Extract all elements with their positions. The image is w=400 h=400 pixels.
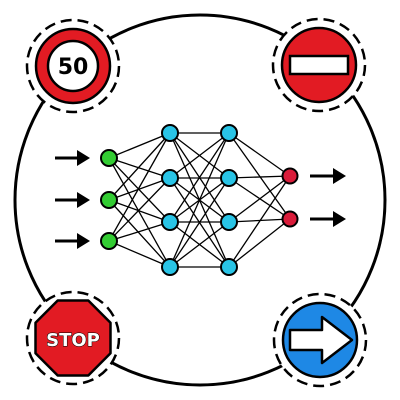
no-entry-sign-icon [271, 17, 367, 113]
input-arrow-icon [55, 192, 90, 208]
network-edge [169, 132, 230, 179]
network-edge [108, 132, 171, 201]
network-edge [108, 132, 171, 159]
input-arrow-icon [55, 150, 90, 166]
hidden-node [161, 169, 179, 187]
network-edge [169, 177, 230, 268]
output-node [281, 167, 299, 185]
hidden-node [161, 258, 179, 276]
network-edge [108, 132, 171, 242]
input-node [100, 149, 118, 167]
network-edge [169, 221, 230, 268]
network-edge [108, 177, 171, 201]
network-edge [108, 157, 171, 179]
output-arrow-icon [310, 168, 346, 184]
network-edge [228, 175, 291, 179]
network-edge [108, 157, 171, 223]
neural-network-icon [100, 124, 299, 276]
network-edge [108, 199, 171, 268]
network-edge [228, 218, 291, 268]
stop-text: STOP [46, 330, 100, 351]
speed-limit-text: 50 [58, 55, 89, 80]
stop-sign-icon: STOP [25, 290, 121, 386]
network-edge [108, 221, 171, 242]
network-edge [108, 157, 171, 268]
hidden-node [161, 124, 179, 142]
network-edge [169, 132, 230, 223]
hidden-node [220, 213, 238, 231]
right-arrow-sign-icon [272, 292, 368, 388]
network-edge [228, 175, 291, 268]
network-edge [108, 199, 171, 223]
speed-limit-sign-icon: 50 [25, 18, 121, 114]
network-edge [108, 177, 171, 242]
network-edge [228, 132, 291, 177]
output-arrow-icon [310, 211, 346, 227]
output-node [281, 210, 299, 228]
hidden-node [220, 169, 238, 187]
input-arrow-icon [55, 233, 90, 249]
hidden-node [220, 124, 238, 142]
network-edge [228, 132, 291, 220]
hidden-node [220, 258, 238, 276]
network-edge [108, 240, 171, 268]
network-connections [108, 132, 291, 268]
network-edge [228, 175, 291, 223]
io-arrows [55, 150, 346, 249]
input-node [100, 191, 118, 209]
input-node [100, 232, 118, 250]
network-edge [169, 132, 230, 268]
hidden-node [161, 213, 179, 231]
